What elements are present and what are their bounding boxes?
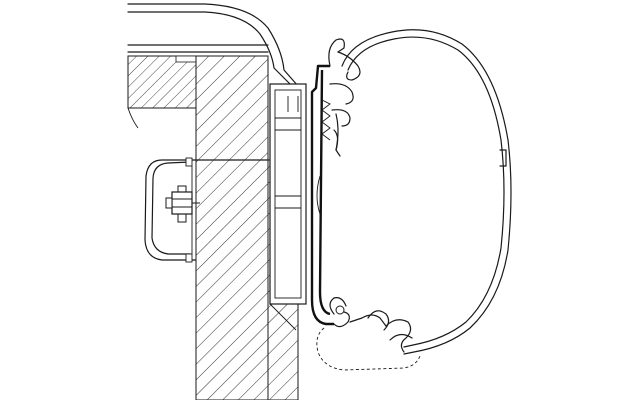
wall-section-hatched: [195, 55, 299, 400]
ceiling-beam-hatched: [127, 55, 197, 129]
lower-lip-profile: [329, 297, 413, 353]
front-lip-profile: [328, 38, 361, 157]
dashed-fabric-bar: [316, 327, 421, 371]
bolt-fastener: [165, 185, 200, 223]
awning-adapter-rail: [269, 83, 307, 331]
rail-profile: [310, 64, 334, 326]
awning-cassette-housing: [341, 29, 512, 355]
vehicle-roof-outline: [127, 3, 299, 87]
